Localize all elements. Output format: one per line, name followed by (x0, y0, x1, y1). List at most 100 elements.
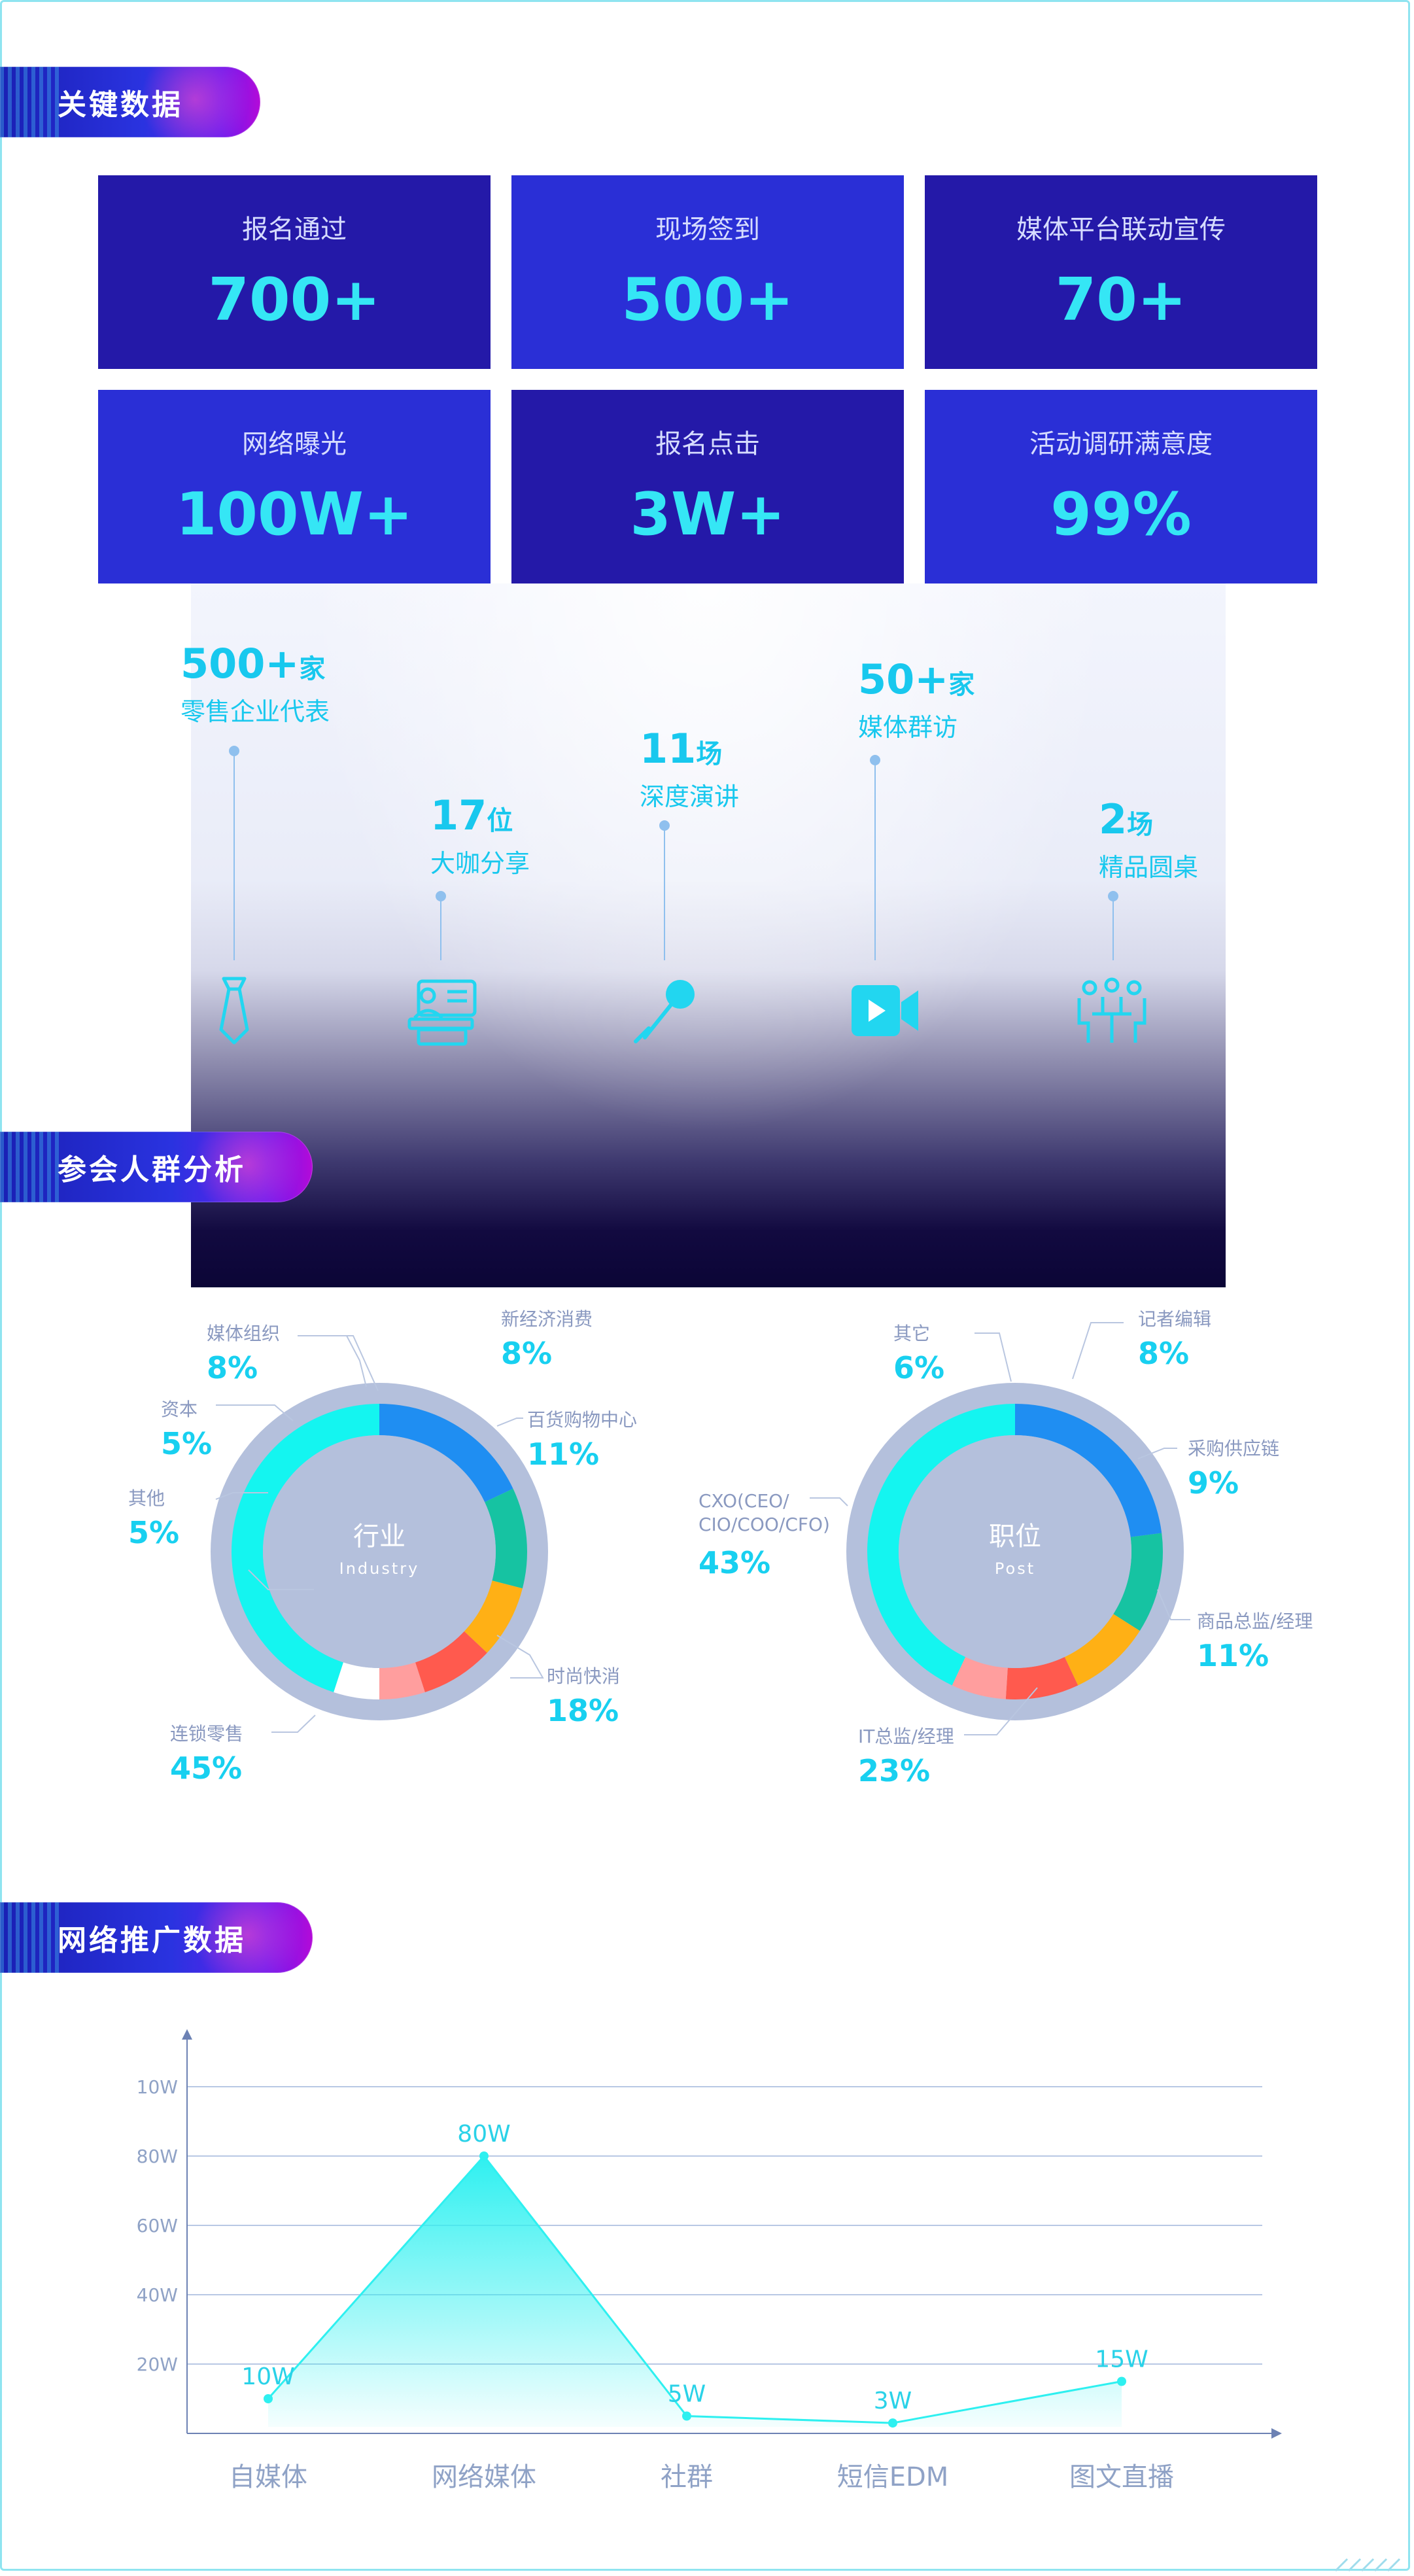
donut-title: 职位 (989, 1522, 1041, 1552)
donut-center (899, 1435, 1131, 1668)
data-label: 5W (668, 2381, 706, 2408)
donut-slice (334, 1662, 379, 1699)
event-stat-unit: 位 (487, 806, 513, 836)
donut-slice (1015, 1404, 1162, 1537)
area-series-fill (268, 2156, 1122, 2427)
donut-slice (231, 1404, 379, 1692)
donut-label-name: 时尚快消 (547, 1665, 621, 1687)
x-tick-label: 自媒体 (229, 2462, 307, 2492)
event-stat-retail: 500+家 零售企业代表 (181, 640, 330, 727)
stat-card-exposure: 网络曝光 100W+ (98, 390, 491, 583)
y-tick-label: 80W (137, 2146, 178, 2167)
donut-label-value: 6% (893, 1350, 945, 1385)
donut-slice (415, 1631, 487, 1692)
video-camera-icon (852, 985, 918, 1036)
donut-label-value: 8% (1138, 1336, 1190, 1371)
data-label: 10W (241, 2363, 294, 2390)
tie-icon (219, 977, 249, 1045)
donut-label-name: 记者编辑 (1138, 1308, 1212, 1330)
pin-line (664, 826, 665, 960)
stat-card-value: 3W+ (630, 480, 785, 549)
donut-label-value: 9% (1188, 1465, 1239, 1501)
event-stat-speakers: 17位 大咖分享 (430, 792, 530, 879)
roundtable-icon (1077, 977, 1147, 1043)
event-stat-desc: 大咖分享 (430, 849, 530, 878)
donut-label-name: 其它 (893, 1323, 931, 1344)
donut-label-name: 其他 (128, 1488, 165, 1509)
stat-card-label: 报名通过 (242, 215, 347, 245)
donut-slice (464, 1580, 523, 1653)
donut-leader-lines (215, 1322, 1190, 1735)
donut-label-value: 5% (161, 1426, 213, 1461)
x-tick-label: 短信EDM (837, 2462, 949, 2492)
x-tick-label: 网络媒体 (432, 2462, 536, 2492)
donut-label-name: CIO/COO/CFO) (698, 1514, 830, 1535)
pin-line (874, 760, 876, 960)
stat-card-checkins: 现场签到 500+ (511, 175, 904, 369)
donut-slice (485, 1488, 527, 1589)
donut-label-value: 18% (547, 1693, 619, 1728)
donut-label-name: IT总监/经理 (858, 1726, 954, 1747)
data-label: 80W (457, 2121, 510, 2148)
stat-card-value: 70+ (1055, 266, 1187, 334)
data-point (264, 2394, 273, 2403)
event-stat-number: 11 (640, 725, 697, 773)
data-point (479, 2151, 489, 2161)
stat-card-satisfaction: 活动调研满意度 99% (925, 390, 1317, 583)
pin-line (440, 896, 441, 960)
y-axis-arrow (182, 2029, 192, 2040)
microphone-icon (634, 980, 695, 1043)
event-stat-number: 2 (1099, 795, 1128, 843)
event-stage-panel (191, 583, 1226, 1287)
section-title-promotion: 网络推广数据 (58, 1924, 246, 1957)
donut-slice (379, 1662, 425, 1699)
donut-label-value: 8% (501, 1336, 553, 1371)
section-banner-key-data: 关键数据 (0, 67, 260, 137)
y-tick-label: 60W (137, 2215, 178, 2237)
donut-label-value: 11% (1197, 1638, 1269, 1673)
stat-card-label: 网络曝光 (242, 429, 347, 459)
donut-label-name: CXO(CEO/ (698, 1490, 789, 1512)
donut-label-name: 新经济消费 (501, 1308, 593, 1330)
x-tick-label: 图文直播 (1069, 2462, 1174, 2492)
donut-subtitle: Industry (339, 1559, 420, 1578)
pin-line (233, 751, 235, 960)
event-stat-number: 50+ (858, 655, 949, 703)
donut-label-value: 11% (527, 1436, 600, 1472)
stat-card-value: 500+ (621, 266, 794, 334)
event-stat-unit: 家 (299, 654, 326, 684)
post-donut-chart: 职位 Post (846, 1383, 1184, 1720)
y-tick-label: 40W (137, 2284, 178, 2306)
event-stat-unit: 场 (696, 739, 723, 769)
donut-label-name: 媒体组织 (207, 1323, 281, 1344)
donut-slice (867, 1404, 1015, 1686)
event-stat-desc: 零售企业代表 (181, 697, 330, 726)
event-stat-desc: 精品圆桌 (1099, 853, 1199, 882)
donut-center (263, 1435, 496, 1668)
donut-slice (1064, 1614, 1140, 1686)
donut-label-name: 百货购物中心 (527, 1409, 638, 1431)
section-title-key-data: 关键数据 (58, 88, 183, 122)
section-banner-promotion: 网络推广数据 (0, 1902, 313, 1973)
data-point (682, 2411, 691, 2421)
event-stat-number: 17 (430, 792, 487, 839)
stat-card-label: 媒体平台联动宣传 (1016, 215, 1226, 245)
stage-light-rays (191, 583, 1226, 1287)
donut-label-value: 43% (698, 1545, 771, 1580)
stat-card-value: 99% (1050, 480, 1192, 549)
section-title-audience: 参会人群分析 (58, 1153, 246, 1187)
speaker-podium-icon (407, 979, 477, 1046)
donut-label-value: 45% (170, 1750, 243, 1786)
event-stat-number: 500+ (181, 640, 300, 688)
donut-slice (1113, 1533, 1163, 1631)
event-stat-desc: 深度演讲 (640, 782, 740, 811)
event-stat-media: 50+家 媒体群访 (858, 655, 974, 743)
donut-slice (379, 1404, 513, 1503)
corner-stripes-decoration (1334, 2558, 1401, 2572)
stat-card-registrations: 报名通过 700+ (98, 175, 491, 369)
event-stat-unit: 家 (948, 670, 975, 700)
donut-title: 行业 (353, 1522, 405, 1552)
section-banner-audience: 参会人群分析 (0, 1132, 313, 1202)
stat-card-value: 700+ (208, 266, 381, 334)
